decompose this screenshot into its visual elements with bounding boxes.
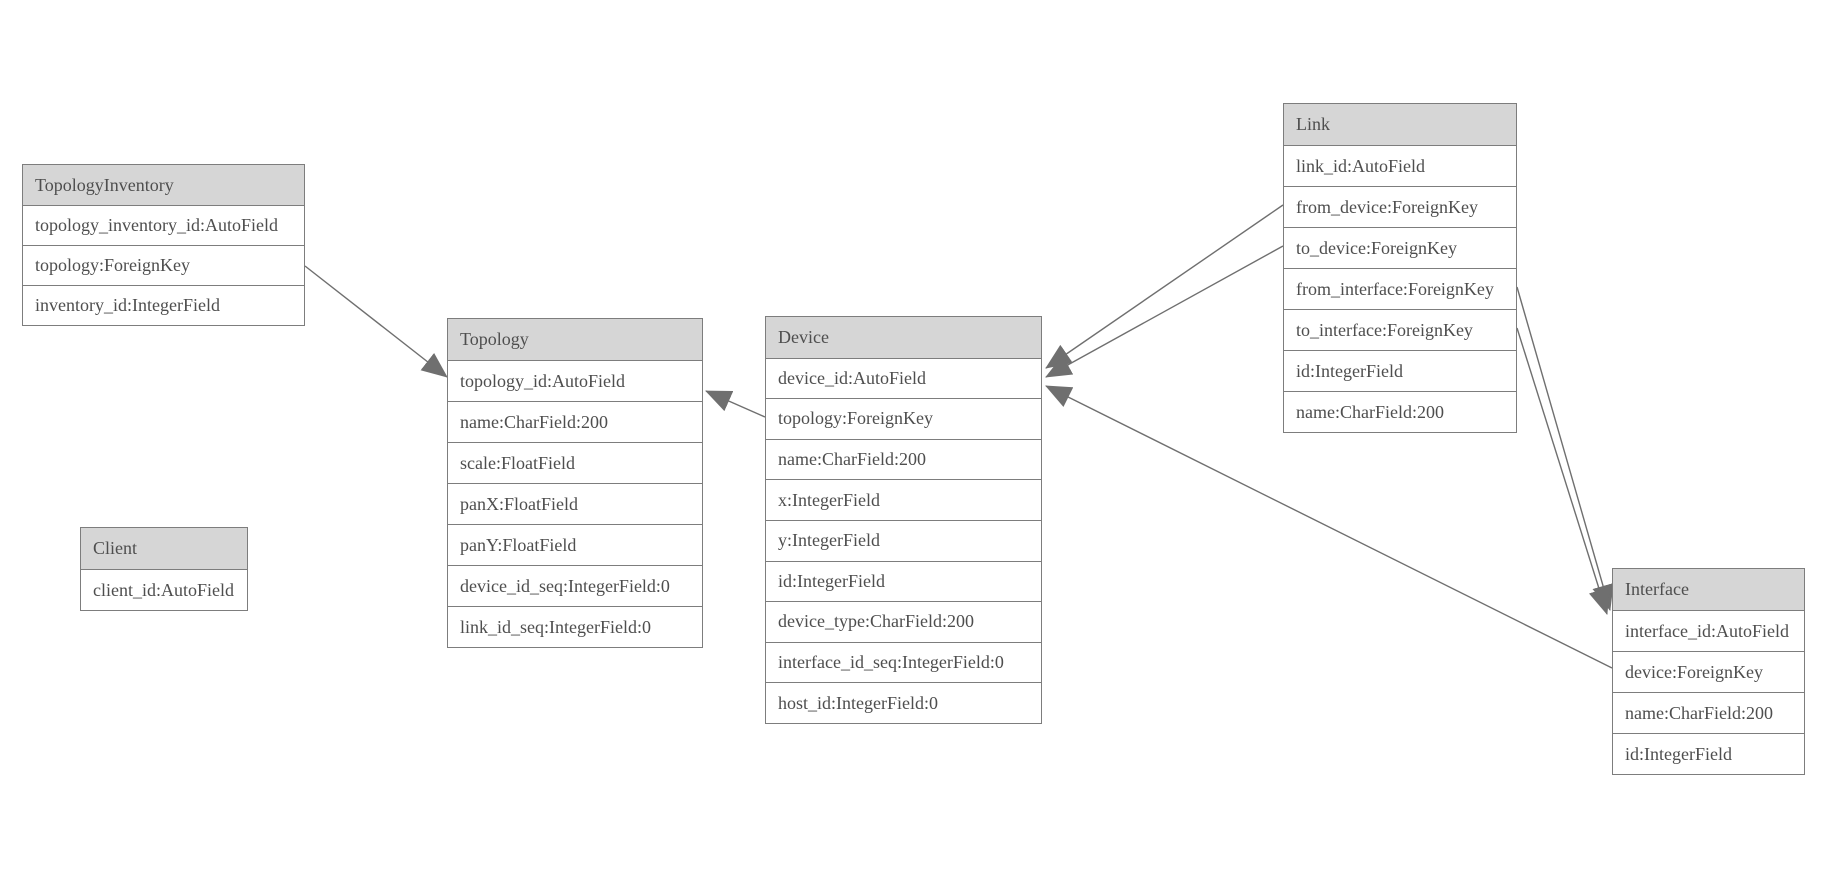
relationship-edge-topologyinventory-topology [304,265,448,378]
field-row-interface-name: name:CharField:200 [1613,692,1804,733]
field-row-topology-topology_id: topology_id:AutoField [448,360,702,401]
field-row-device-name: name:CharField:200 [766,438,1041,480]
field-row-link-from_interface: from_interface:ForeignKey [1284,268,1516,309]
field-row-device-x: x:IntegerField [766,479,1041,520]
field-row-topology-inventory-topology: topology:ForeignKey [23,245,304,285]
field-row-topology-panY: panY:FloatField [448,524,702,565]
field-row-link-name: name:CharField:200 [1284,391,1516,432]
relationship-edge-link-to-interface [1516,327,1610,615]
entity-title-topology-inventory: TopologyInventory [23,165,304,205]
field-row-topology-scale: scale:FloatField [448,442,702,483]
field-row-link-to_device: to_device:ForeignKey [1284,227,1516,268]
field-row-topology-panX: panX:FloatField [448,483,702,524]
field-row-topology-name: name:CharField:200 [448,401,702,442]
relationship-edge-link-from-interface [1516,286,1614,611]
entity-title-link: Link [1284,104,1516,145]
relationship-edge-link-from-device [1045,204,1284,369]
field-row-device-device_id: device_id:AutoField [766,357,1041,399]
relationship-edge-link-to-device [1045,245,1284,378]
field-row-interface-interface_id: interface_id:AutoField [1613,610,1804,651]
entity-title-client: Client [81,528,247,569]
entity-title-interface: Interface [1613,569,1804,610]
field-row-topology-inventory-topology_inventory_id: topology_inventory_id:AutoField [23,205,304,245]
relationship-edge-interface-device [1045,385,1613,669]
field-row-device-interface_id_seq: interface_id_seq:IntegerField:0 [766,641,1041,683]
field-row-link-link_id: link_id:AutoField [1284,145,1516,186]
relationship-edge-device-topology [705,390,766,418]
field-row-topology-inventory-inventory_id: inventory_id:IntegerField [23,285,304,325]
field-row-link-from_device: from_device:ForeignKey [1284,186,1516,227]
field-row-link-to_interface: to_interface:ForeignKey [1284,309,1516,350]
field-row-topology-link_id_seq: link_id_seq:IntegerField:0 [448,606,702,647]
field-row-device-y: y:IntegerField [766,519,1041,561]
entity-title-device: Device [766,317,1041,358]
field-row-device-id: id:IntegerField [766,560,1041,602]
field-row-device-host_id: host_id:IntegerField:0 [766,682,1041,723]
field-row-device-topology: topology:ForeignKey [766,398,1041,439]
field-row-link-id: id:IntegerField [1284,350,1516,391]
field-row-interface-device: device:ForeignKey [1613,651,1804,692]
field-row-device-device_type: device_type:CharField:200 [766,601,1041,642]
field-row-interface-id: id:IntegerField [1613,733,1804,774]
field-row-topology-device_id_seq: device_id_seq:IntegerField:0 [448,565,702,606]
entity-title-topology: Topology [448,319,702,360]
field-row-client-client_id: client_id:AutoField [81,569,247,610]
